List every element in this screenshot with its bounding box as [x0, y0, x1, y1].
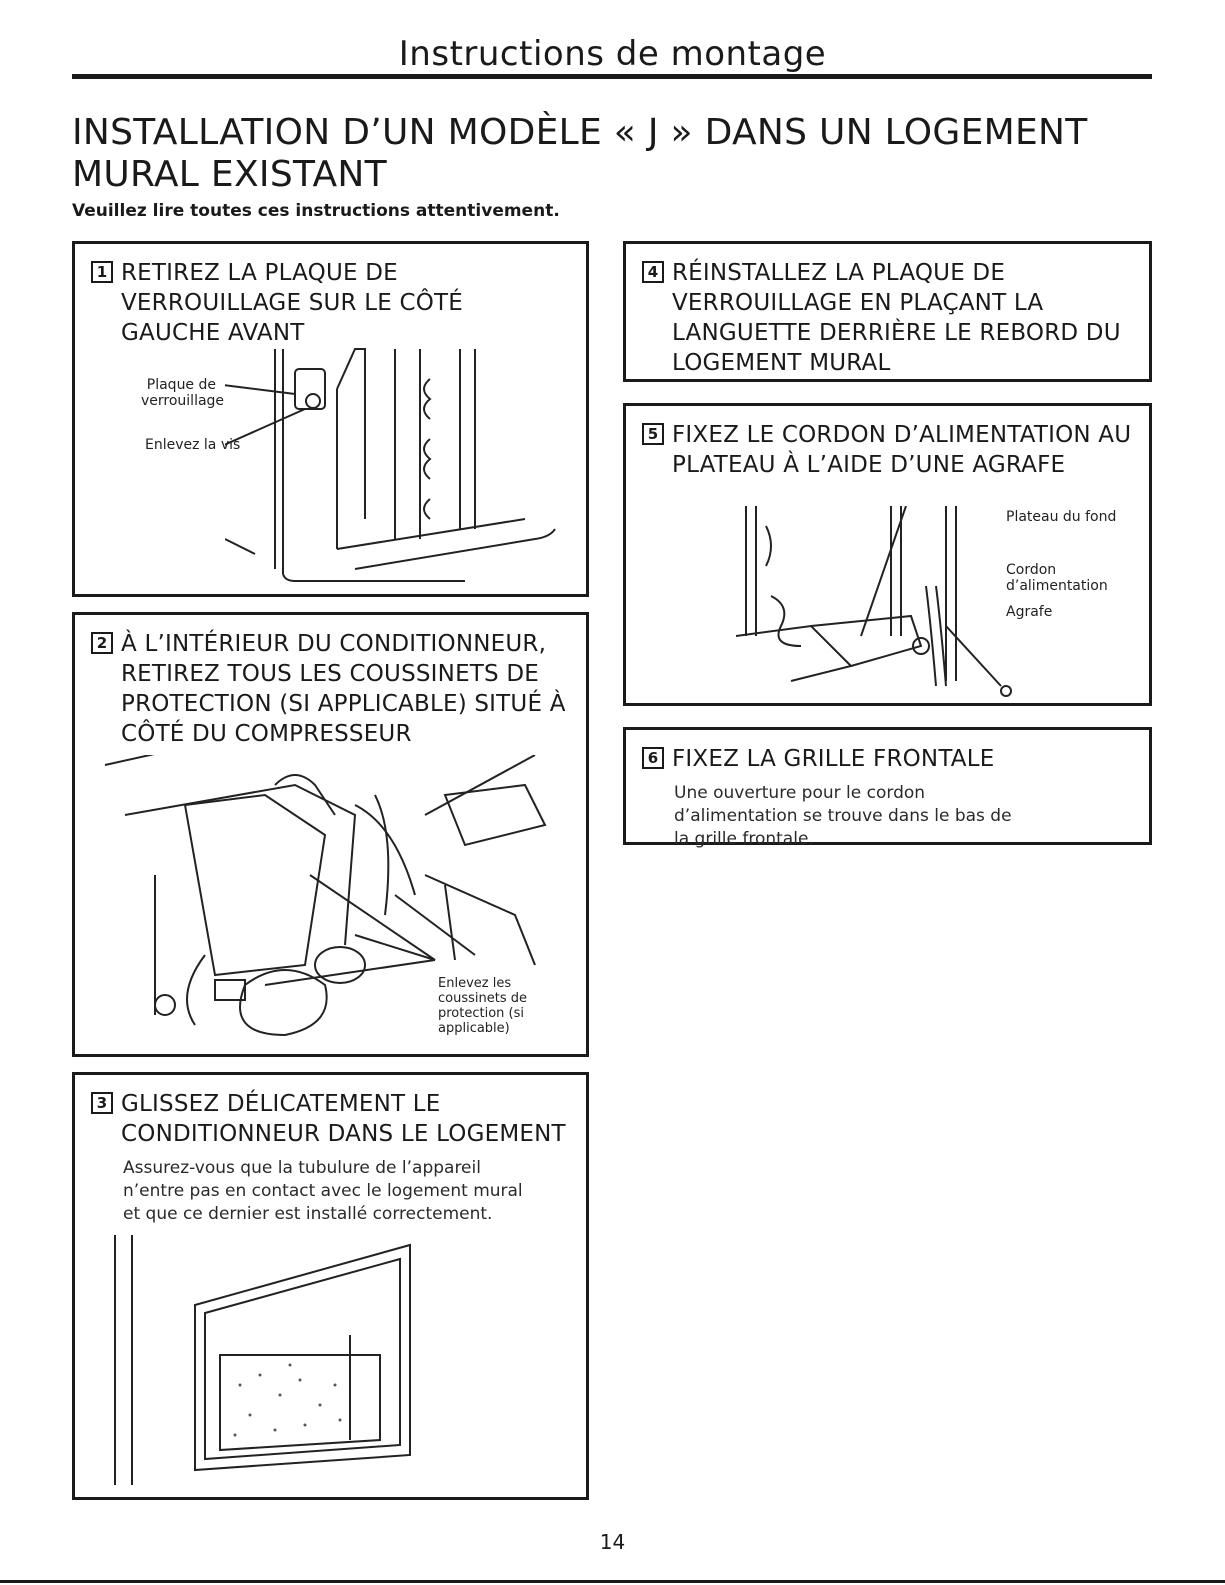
bottom-tray-callout: Plateau du fond	[1006, 509, 1117, 525]
step-number-6: 6	[642, 747, 664, 769]
clip-callout: Agrafe	[1006, 604, 1053, 620]
step-3-instructions: Assurez-vous que la tubulure de l’appare…	[123, 1158, 523, 1224]
step-5: 5 FIXEZ LE CORDON D’ALIMENTATION AU PLAT…	[623, 403, 1152, 706]
compressor-illustration	[104, 755, 547, 1037]
step-4: 4 RÉINSTALLEZ LA PLAQUE DE VERROUILLAGE …	[623, 241, 1152, 382]
header-rule	[72, 74, 1152, 79]
step-3: 3 GLISSEZ DÉLICATEMENT LE CONDITIONNEUR …	[72, 1072, 589, 1500]
step-6: 6 FIXEZ LA GRILLE FRONTALE Une ouverture…	[623, 727, 1152, 849]
page-title: INSTALLATION D’UN MODÈLE « J » DANS UN L…	[72, 112, 1088, 195]
remove-pads-callout: Enlevez les coussinets de protection (si…	[438, 976, 527, 1036]
step-number-4: 4	[642, 261, 664, 283]
step-4-title: RÉINSTALLEZ LA PLAQUE DE VERROUILLAGE EN…	[672, 260, 1121, 376]
page-subtitle: Veuillez lire toutes ces instructions at…	[72, 201, 560, 221]
remove-screw-callout: Enlevez la vis	[145, 437, 241, 453]
step-number-5: 5	[642, 423, 664, 445]
step-number-1: 1	[91, 261, 113, 283]
wall-sleeve-illustration	[114, 1235, 411, 1485]
step-3-title: GLISSEZ DÉLICATEMENT LE CONDITIONNEUR DA…	[121, 1091, 566, 1147]
page-number: 14	[599, 1530, 626, 1554]
step-2-title: À L’INTÉRIEUR DU CONDITIONNEUR, RETIREZ …	[121, 631, 566, 747]
lock-plate-callout: Plaque de verrouillage	[141, 377, 225, 409]
step-1: 1 RETIREZ LA PLAQUE DE VERROUILLAGE SUR …	[72, 241, 589, 597]
step-1-title: RETIREZ LA PLAQUE DE VERROUILLAGE SUR LE…	[121, 260, 464, 346]
step-number-3: 3	[91, 1092, 113, 1114]
lock-plate-illustration	[225, 348, 556, 582]
step-6-instructions: Une ouverture pour le cordon d’alimentat…	[674, 783, 1012, 849]
step-number-2: 2	[91, 632, 113, 654]
step-2: 2 À L’INTÉRIEUR DU CONDITIONNEUR, RETIRE…	[72, 612, 589, 1057]
power-cord-callout: Cordon d’alimentation	[1006, 562, 1108, 594]
power-cord-clip-illustration	[735, 506, 1012, 697]
step-5-title: FIXEZ LE CORDON D’ALIMENTATION AU PLATEA…	[672, 422, 1132, 478]
section-header: Instructions de montage	[398, 34, 827, 74]
bottom-rule	[0, 1580, 1225, 1583]
step-6-title: FIXEZ LA GRILLE FRONTALE	[672, 746, 995, 772]
